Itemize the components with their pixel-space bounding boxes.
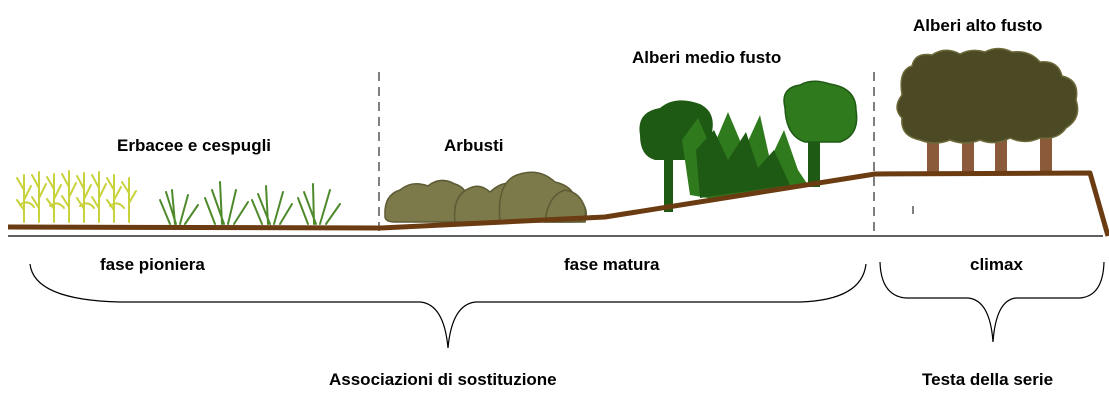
medium-tree-canopy-icon xyxy=(783,80,858,143)
tall-tree-canopy-icon xyxy=(896,47,1079,144)
bracket-series-head xyxy=(879,261,1105,343)
bracket-substitution xyxy=(29,263,867,349)
ground-line xyxy=(7,170,1109,237)
label-herbs: Erbacee e cespugli xyxy=(117,136,272,155)
label-substitution: Associazioni di sostituzione xyxy=(329,370,557,389)
label-climax: climax xyxy=(970,255,1023,274)
tall-trees-icon xyxy=(896,47,1079,174)
label-shrubs: Arbusti xyxy=(444,136,504,155)
label-tall-trees: Alberi alto fusto xyxy=(913,16,1043,35)
label-medium-trees: Alberi medio fusto xyxy=(632,48,782,67)
label-pioneer-phase: fase pioniera xyxy=(100,255,205,274)
pioneer-grass-icon xyxy=(16,170,137,223)
green-grass-icon xyxy=(159,181,341,225)
medium-trees-icon xyxy=(639,80,858,212)
label-mature-phase: fase matura xyxy=(564,255,660,274)
label-series-head: Testa della serie xyxy=(922,370,1054,389)
shrubs-icon xyxy=(384,171,587,223)
medium-tree-trunk-icon xyxy=(808,135,820,187)
medium-tree-trunk-icon xyxy=(664,160,673,212)
